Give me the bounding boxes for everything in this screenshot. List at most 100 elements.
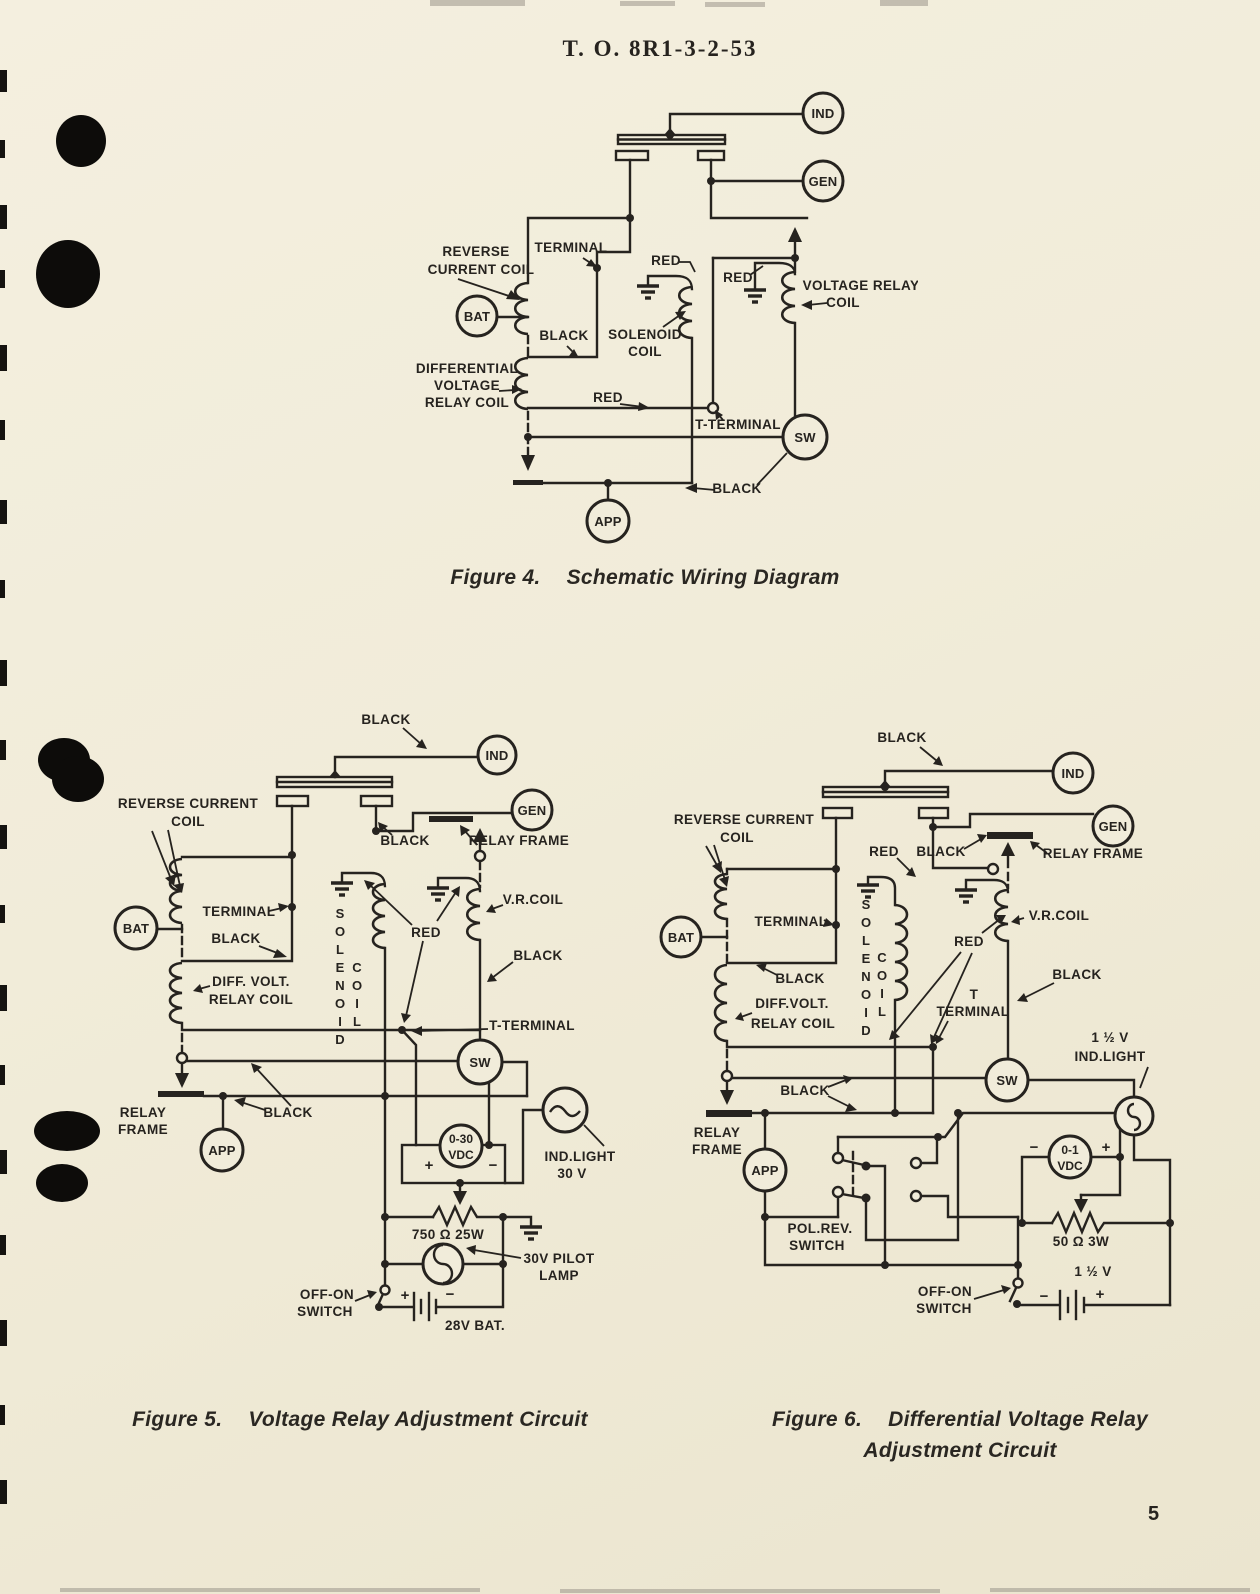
fig6-voltmeter [1047,1134,1093,1180]
fig5-voltmeter [438,1123,484,1169]
scan-artifact [60,1588,480,1592]
svg-text:30 V: 30 V [557,1166,586,1181]
fig6-terminals [659,751,1135,1193]
figure6-caption: Figure 6.Differential Voltage Relay Adju… [700,1408,1220,1463]
fig6-junction-dots [761,783,1174,1308]
ind-light-label: 1 ½ V [1091,1030,1128,1045]
differential-voltage-relay-coil-label: DIFFERENTIAL [416,361,518,376]
battery-label: 28V BAT. [445,1318,505,1333]
reverse-current-coil-label: REVERSE CURRENT [118,796,259,811]
fig5-relay-frame-bar [429,816,473,822]
black-wire-label: BLACK [780,1083,829,1098]
solenoid-coil-label: SOLENOID [859,897,874,1041]
punch-hole [34,1111,100,1151]
figure6-caption-title: Differential Voltage Relay [888,1408,1149,1431]
fig5-ground-vr [427,876,482,902]
figure6-caption-title-line2: Adjustment Circuit [863,1439,1057,1462]
page-title: T. O. 8R1-3-2-53 [562,36,758,61]
off-on-switch-label: OFF-ON [918,1284,972,1299]
scan-artifact [705,2,765,7]
battery-minus-label: − [446,1286,455,1303]
black-wire-label: BLACK [1052,967,1101,982]
fig5-ground-right [520,1225,542,1241]
fig6-coils [713,872,1009,1043]
sw-terminal-label: SW [469,1055,491,1070]
ind-light-label: IND.LIGHT [544,1149,615,1164]
red-wire-label: RED [869,844,899,859]
figure4-caption-number: Figure 4. [450,566,541,589]
fig5-ground-solenoid [331,871,387,897]
figure5-caption-number: Figure 5. [132,1408,223,1431]
scan-artifact [620,1,675,6]
figure4-caption-title: Schematic Wiring Diagram [566,566,840,589]
terminal-label: TERMINAL [755,914,828,929]
binding-mark [0,580,5,598]
svg-text:RELAY COIL: RELAY COIL [751,1016,835,1031]
fig6-armature-stud [720,1069,734,1083]
black-wire-label: BLACK [916,844,965,859]
fig6-labels: IND GEN BAT SW APP BLACK REVERSE CURRENT… [668,730,1146,1316]
black-wire-label: BLACK [712,481,761,496]
red-wire-label: RED [411,925,441,940]
vr-coil-label: V.R.COIL [503,892,563,907]
fig6-battery [1058,1289,1086,1321]
red-wire-label: RED [954,934,984,949]
diff-volt-relay-coil-label: DIFF.VOLT. [755,996,829,1011]
fig5-armature-stud [175,1051,189,1065]
fig6-ind-light-lamp [1113,1095,1155,1137]
binding-mark [0,740,6,760]
ind-terminal-label: IND [1062,766,1085,781]
svg-text:SWITCH: SWITCH [916,1301,972,1316]
ind-terminal-label: IND [486,748,509,763]
binding-mark [0,1480,7,1504]
t-terminal-label: T [970,987,979,1002]
binding-mark [0,1065,5,1085]
figure5-voltage-relay-adjustment-circuit: IND GEN BAT SW APP BLACK REVERSE CURRENT… [113,712,616,1333]
t-terminal-label: T-TERMINAL [489,1018,575,1033]
meter-minus-label: − [1030,1139,1039,1156]
fig5-ind-light-lamp [541,1086,589,1134]
meter-minus-label: − [489,1157,498,1174]
figure4-schematic-wiring-diagram: IND GEN BAT SW APP REVERSE CURRENT COIL … [416,91,918,544]
svg-text:RELAY COIL: RELAY COIL [209,992,293,1007]
app-terminal-label: APP [751,1163,778,1178]
binding-mark [0,1320,7,1346]
svg-text:RELAY COIL: RELAY COIL [425,395,509,410]
svg-text:COIL: COIL [875,950,890,1022]
battery-label: 1 ½ V [1074,1264,1111,1279]
binding-mark [0,140,5,158]
voltmeter-range-label: 0-30 [449,1132,473,1146]
binding-mark [0,500,7,524]
fig5-battery [412,1291,438,1322]
svg-text:TERMINAL: TERMINAL [937,1004,1010,1019]
fig6-ground-vr [955,878,1010,904]
fig4-leader-lines [457,257,828,493]
black-wire-label: BLACK [263,1105,312,1120]
black-wire-label: BLACK [877,730,926,745]
svg-text:COIL: COIL [826,295,860,310]
figure6-differential-voltage-relay-adjustment-circuit: IND GEN BAT SW APP BLACK REVERSE CURRENT… [659,730,1174,1321]
page-number: 5 [1148,1503,1160,1525]
relay-frame-label: RELAY FRAME [469,833,569,848]
solenoid-coil-label: SOLENOID [608,327,682,342]
terminal-label: TERMINAL [535,240,608,255]
red-wire-label: RED [593,390,623,405]
fig5-armature-contacts [275,770,394,808]
potentiometer-label: 50 Ω 3W [1053,1234,1109,1249]
scan-artifact [430,0,525,6]
bat-terminal-label: BAT [464,309,490,324]
off-on-switch-label: OFF-ON [300,1287,354,1302]
pilot-lamp-label: 30V PILOT [523,1251,594,1266]
fig5-labels: IND GEN BAT SW APP BLACK REVERSE CURRENT… [118,712,616,1333]
binding-mark [0,1405,5,1425]
black-wire-label: BLACK [775,971,824,986]
app-terminal-label: APP [594,514,621,529]
svg-text:CURRENT COIL: CURRENT COIL [428,262,535,277]
svg-text:COIL: COIL [720,830,754,845]
gen-terminal-label: GEN [1099,819,1128,834]
pol-rev-switch-label: POL.REV. [788,1221,853,1236]
punch-hole [36,1164,88,1202]
binding-mark [0,905,5,923]
fig5-switch-contact [379,1284,391,1296]
svg-text:SWITCH: SWITCH [789,1238,845,1253]
